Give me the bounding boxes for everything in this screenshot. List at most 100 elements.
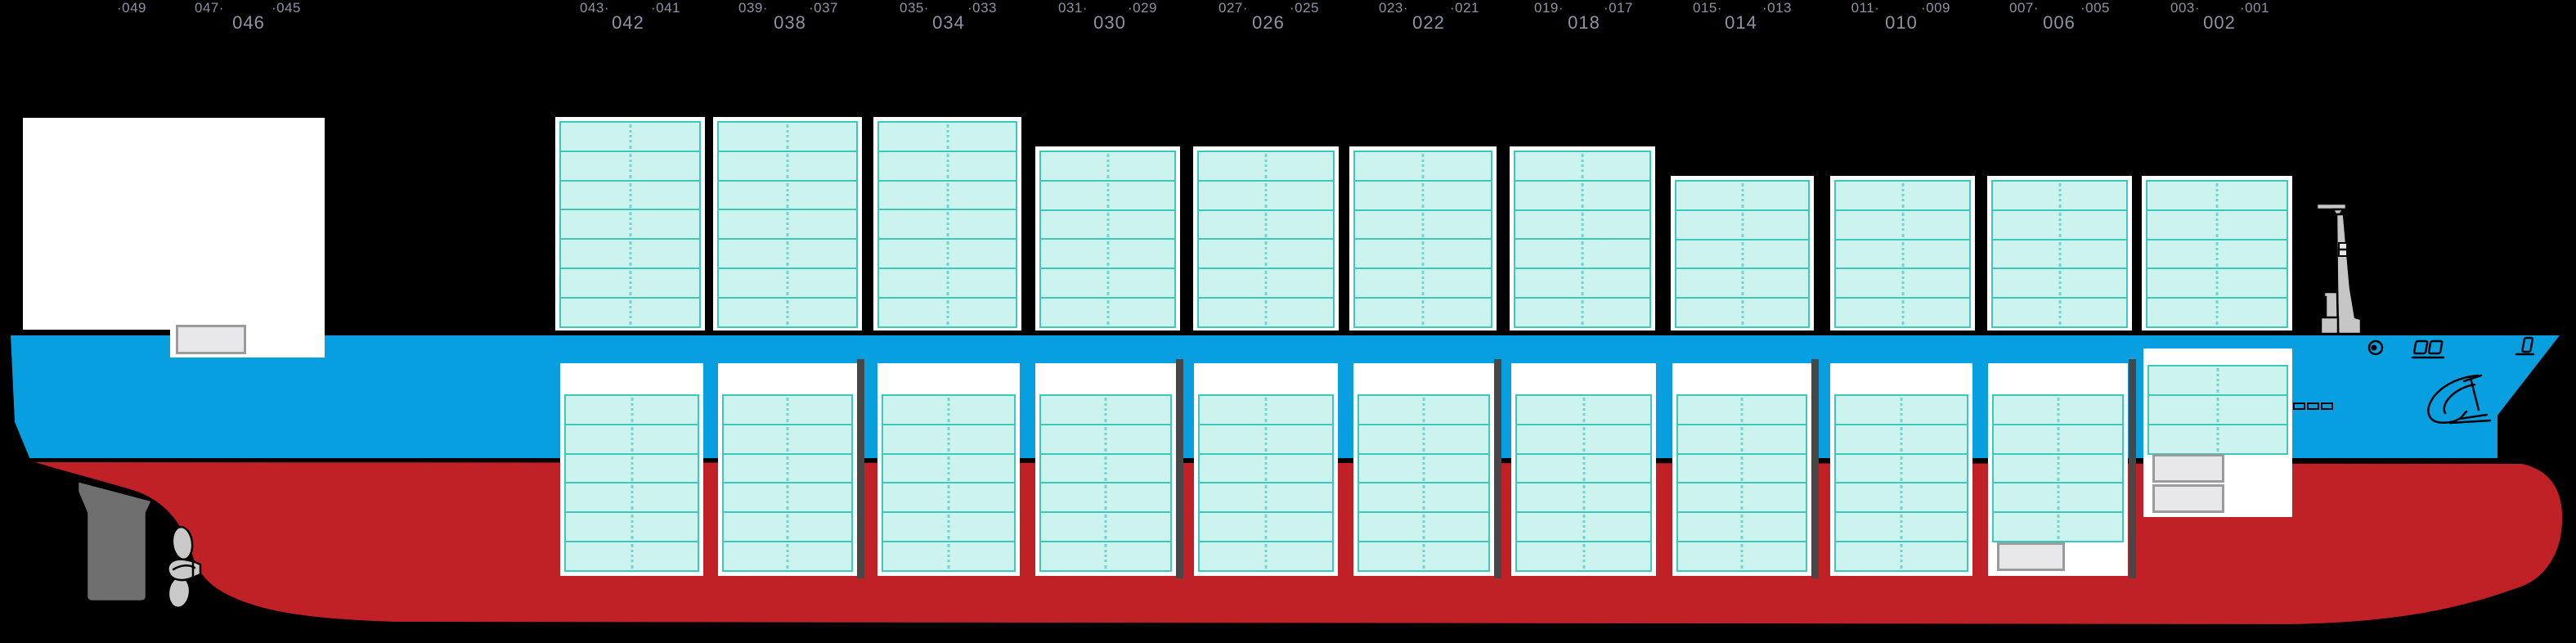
container-cell-row[interactable] (1358, 394, 1490, 425)
container-cell-row[interactable] (559, 297, 701, 329)
container-cell-row[interactable] (1197, 238, 1335, 270)
container-cell-row[interactable] (1039, 180, 1176, 212)
container-cell-row[interactable] (1353, 180, 1492, 212)
container-cell-row[interactable] (559, 180, 701, 212)
container-cell-row[interactable] (877, 297, 1017, 329)
container-cell-row[interactable] (722, 482, 853, 513)
container-cell-row[interactable] (717, 209, 858, 241)
container-cell-row[interactable] (1991, 209, 2128, 241)
container-cell-row[interactable] (1353, 268, 1492, 299)
container-cell-row[interactable] (564, 511, 699, 542)
container-cell-row[interactable] (2147, 394, 2288, 425)
container-cell-row[interactable] (1358, 541, 1490, 572)
container-cell-row[interactable] (1675, 268, 1810, 299)
container-cell-row[interactable] (1676, 482, 1807, 513)
container-cell-row[interactable] (1991, 180, 2128, 211)
container-cell-row[interactable] (1676, 511, 1807, 542)
container-cell-row[interactable] (559, 268, 701, 299)
container-cell-row[interactable] (877, 209, 1017, 241)
container-cell-row[interactable] (877, 238, 1017, 270)
container-cell-row[interactable] (1514, 180, 1651, 212)
container-cell-row[interactable] (2146, 297, 2288, 328)
container-cell-row[interactable] (882, 482, 1016, 513)
container-cell-row[interactable] (1514, 151, 1651, 182)
container-cell-row[interactable] (1675, 297, 1810, 328)
container-cell-row[interactable] (717, 121, 858, 153)
container-cell-row[interactable] (882, 394, 1016, 425)
container-cell-row[interactable] (1992, 482, 2124, 513)
container-cell-row[interactable] (1358, 453, 1490, 484)
container-cell-row[interactable] (1198, 511, 1334, 542)
container-cell-row[interactable] (1353, 238, 1492, 270)
container-cell-row[interactable] (1514, 297, 1651, 329)
container-cell-row[interactable] (1992, 511, 2124, 542)
container-cell-row[interactable] (1353, 151, 1492, 182)
container-cell-row[interactable] (722, 511, 853, 542)
container-cell-row[interactable] (1991, 297, 2128, 328)
container-cell-row[interactable] (1198, 541, 1334, 572)
container-cell-row[interactable] (1039, 541, 1172, 572)
container-cell-row[interactable] (1834, 180, 1971, 211)
container-cell-row[interactable] (1198, 453, 1334, 484)
container-cell-row[interactable] (1198, 424, 1334, 455)
container-cell-row[interactable] (564, 482, 699, 513)
container-cell-row[interactable] (1353, 209, 1492, 241)
container-cell-row[interactable] (1834, 297, 1971, 328)
container-cell-row[interactable] (564, 453, 699, 484)
container-cell-row[interactable] (559, 238, 701, 270)
container-cell-row[interactable] (1834, 209, 1971, 241)
container-cell-row[interactable] (1991, 268, 2128, 299)
container-cell-row[interactable] (882, 424, 1016, 455)
container-cell-row[interactable] (1358, 511, 1490, 542)
container-cell-row[interactable] (1834, 424, 1968, 455)
container-cell-row[interactable] (882, 453, 1016, 484)
container-cell-row[interactable] (1992, 453, 2124, 484)
container-cell-row[interactable] (1991, 239, 2128, 270)
container-cell-row[interactable] (1992, 394, 2124, 425)
container-cell-row[interactable] (2146, 239, 2288, 270)
container-cell-row[interactable] (1676, 541, 1807, 572)
container-cell-row[interactable] (559, 151, 701, 182)
container-cell-row[interactable] (1834, 394, 1968, 425)
container-cell-row[interactable] (722, 394, 853, 425)
container-cell-row[interactable] (1039, 238, 1176, 270)
container-cell-row[interactable] (564, 541, 699, 572)
container-cell-row[interactable] (717, 151, 858, 182)
container-cell-row[interactable] (882, 541, 1016, 572)
container-cell-row[interactable] (1358, 482, 1490, 513)
container-cell-row[interactable] (1676, 394, 1807, 425)
container-cell-row[interactable] (1515, 511, 1652, 542)
container-cell-row[interactable] (717, 238, 858, 270)
container-cell-row[interactable] (1039, 453, 1172, 484)
container-cell-row[interactable] (1039, 424, 1172, 455)
container-cell-row[interactable] (717, 268, 858, 299)
container-cell-row[interactable] (559, 209, 701, 241)
container-cell-row[interactable] (1039, 394, 1172, 425)
container-cell-row[interactable] (1834, 541, 1968, 572)
container-cell-row[interactable] (1515, 482, 1652, 513)
container-cell-row[interactable] (1039, 268, 1176, 299)
container-cell-row[interactable] (877, 121, 1017, 153)
container-cell-row[interactable] (1675, 180, 1810, 211)
container-cell-row[interactable] (1039, 482, 1172, 513)
container-cell-row[interactable] (1358, 424, 1490, 455)
container-cell-row[interactable] (559, 121, 701, 153)
container-cell-row[interactable] (1197, 209, 1335, 241)
container-cell-row[interactable] (1198, 482, 1334, 513)
container-cell-row[interactable] (1515, 394, 1652, 425)
container-cell-row[interactable] (1514, 268, 1651, 299)
container-cell-row[interactable] (2146, 180, 2288, 211)
container-cell-row[interactable] (2146, 209, 2288, 241)
container-cell-row[interactable] (877, 151, 1017, 182)
container-cell-row[interactable] (564, 424, 699, 455)
container-cell-row[interactable] (1197, 180, 1335, 212)
container-cell-row[interactable] (1515, 424, 1652, 455)
container-cell-row[interactable] (1039, 511, 1172, 542)
container-cell-row[interactable] (717, 297, 858, 329)
container-cell-row[interactable] (1834, 268, 1971, 299)
container-cell-row[interactable] (1515, 453, 1652, 484)
container-cell-row[interactable] (722, 541, 853, 572)
container-cell-row[interactable] (1676, 424, 1807, 455)
container-cell-row[interactable] (1675, 209, 1810, 241)
container-cell-row[interactable] (1834, 453, 1968, 484)
